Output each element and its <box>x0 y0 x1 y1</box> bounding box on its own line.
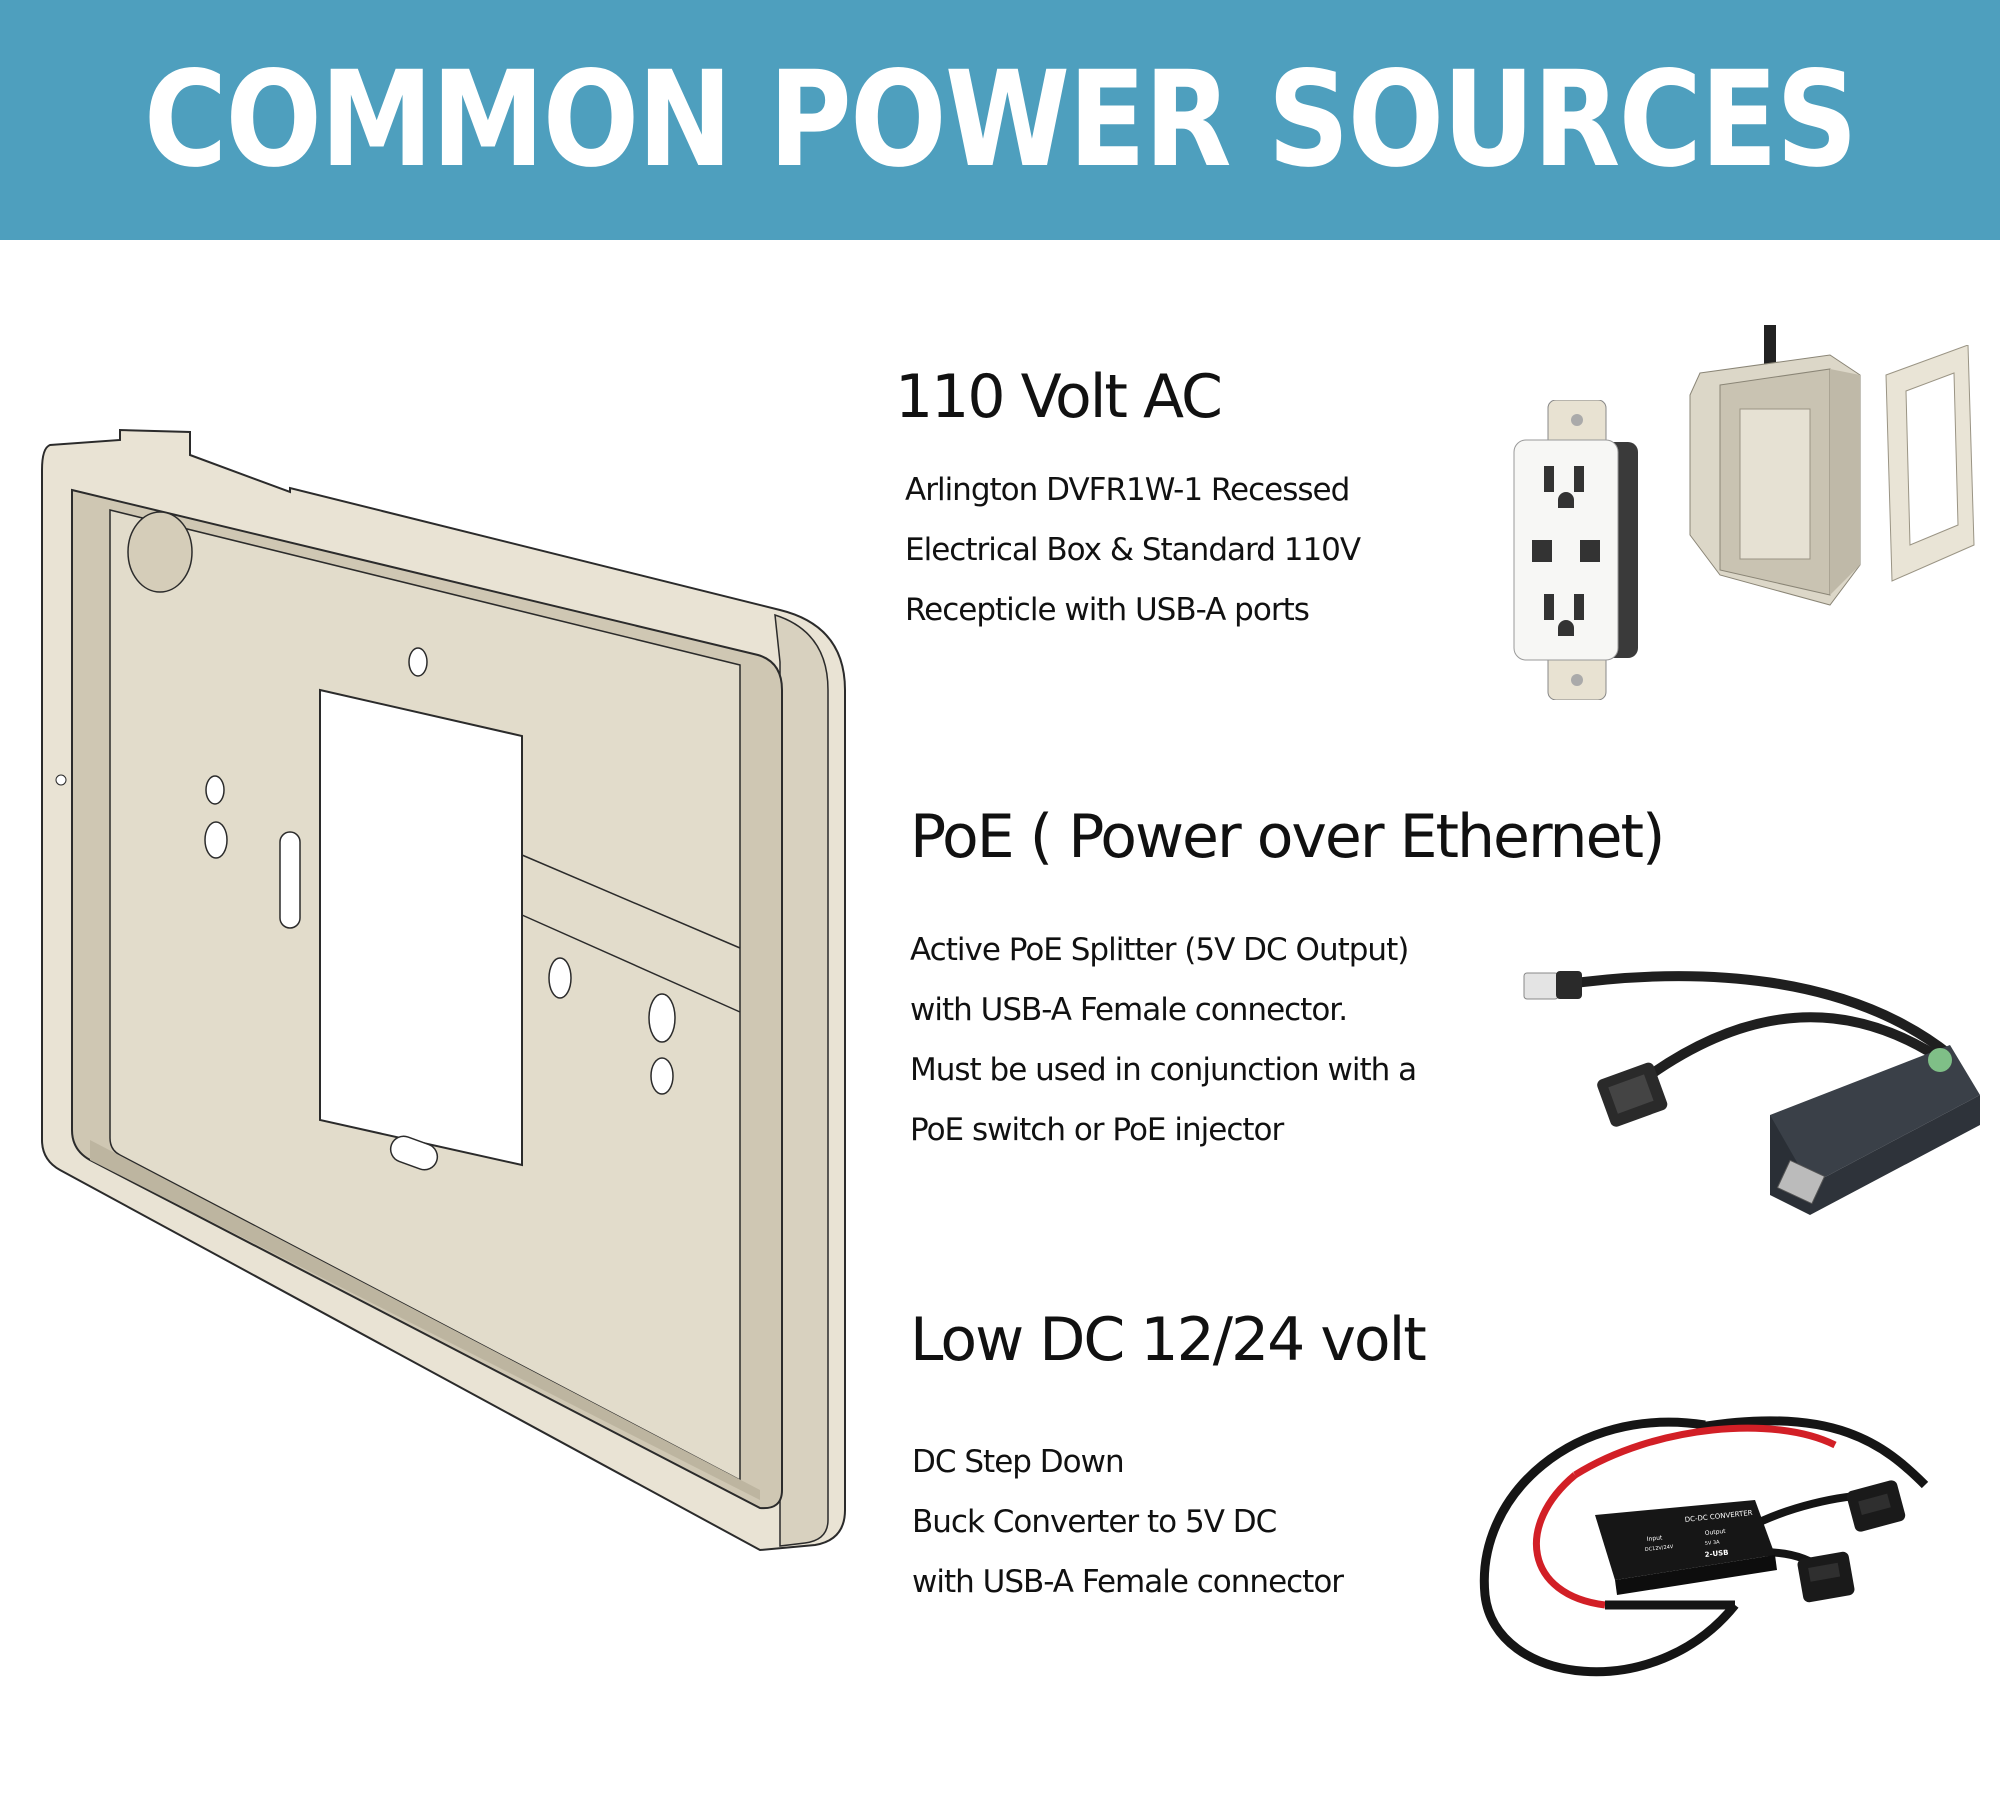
desc-line: DC Step Down <box>912 1444 1125 1480</box>
desc-line: with USB-A Female connector <box>912 1564 1344 1600</box>
recessed-box-image <box>1689 325 1861 606</box>
section-desc-ac: Arlington DVFR1W-1 Recessed Electrical B… <box>905 460 1361 640</box>
desc-line: Arlington DVFR1W-1 Recessed <box>905 472 1350 508</box>
usb-receptacle-image <box>1513 400 1638 700</box>
desc-line: PoE switch or PoE injector <box>910 1112 1284 1148</box>
wall-plate-image <box>1885 345 1975 582</box>
section-title-dc: Low DC 12/24 volt <box>910 1305 1427 1375</box>
converter-output-label: Output <box>1704 1528 1726 1537</box>
section-title-poe: PoE ( Power over Ethernet) <box>910 802 1665 872</box>
desc-line: Buck Converter to 5V DC <box>912 1504 1277 1540</box>
tablet-wall-mount-image <box>41 428 846 1552</box>
desc-line: Electrical Box & Standard 110V <box>905 532 1361 568</box>
buck-converter-image: DC-DC CONVERTER Input DC12V/24V Output 5… <box>1479 1416 1929 1677</box>
header-banner <box>0 0 2000 240</box>
section-desc-poe: Active PoE Splitter (5V DC Output) with … <box>910 920 1417 1160</box>
desc-line: Recepticle with USB-A ports <box>905 592 1310 628</box>
converter-input-label: Input <box>1646 1534 1663 1543</box>
converter-output-value: 5V 3A <box>1705 1539 1721 1547</box>
page-title: COMMON POWER SOURCES <box>143 43 1858 197</box>
section-title-ac: 110 Volt AC <box>895 362 1223 432</box>
desc-line: Must be used in conjunction with a <box>910 1052 1417 1088</box>
poe-splitter-image <box>1523 971 1980 1215</box>
converter-usb-label: 2-USB <box>1704 1549 1729 1559</box>
desc-line: with USB-A Female connector. <box>910 992 1348 1028</box>
section-desc-dc: DC Step Down Buck Converter to 5V DC wit… <box>912 1432 1344 1612</box>
desc-line: Active PoE Splitter (5V DC Output) <box>910 932 1409 968</box>
converter-input-value: DC12V/24V <box>1645 1544 1675 1553</box>
